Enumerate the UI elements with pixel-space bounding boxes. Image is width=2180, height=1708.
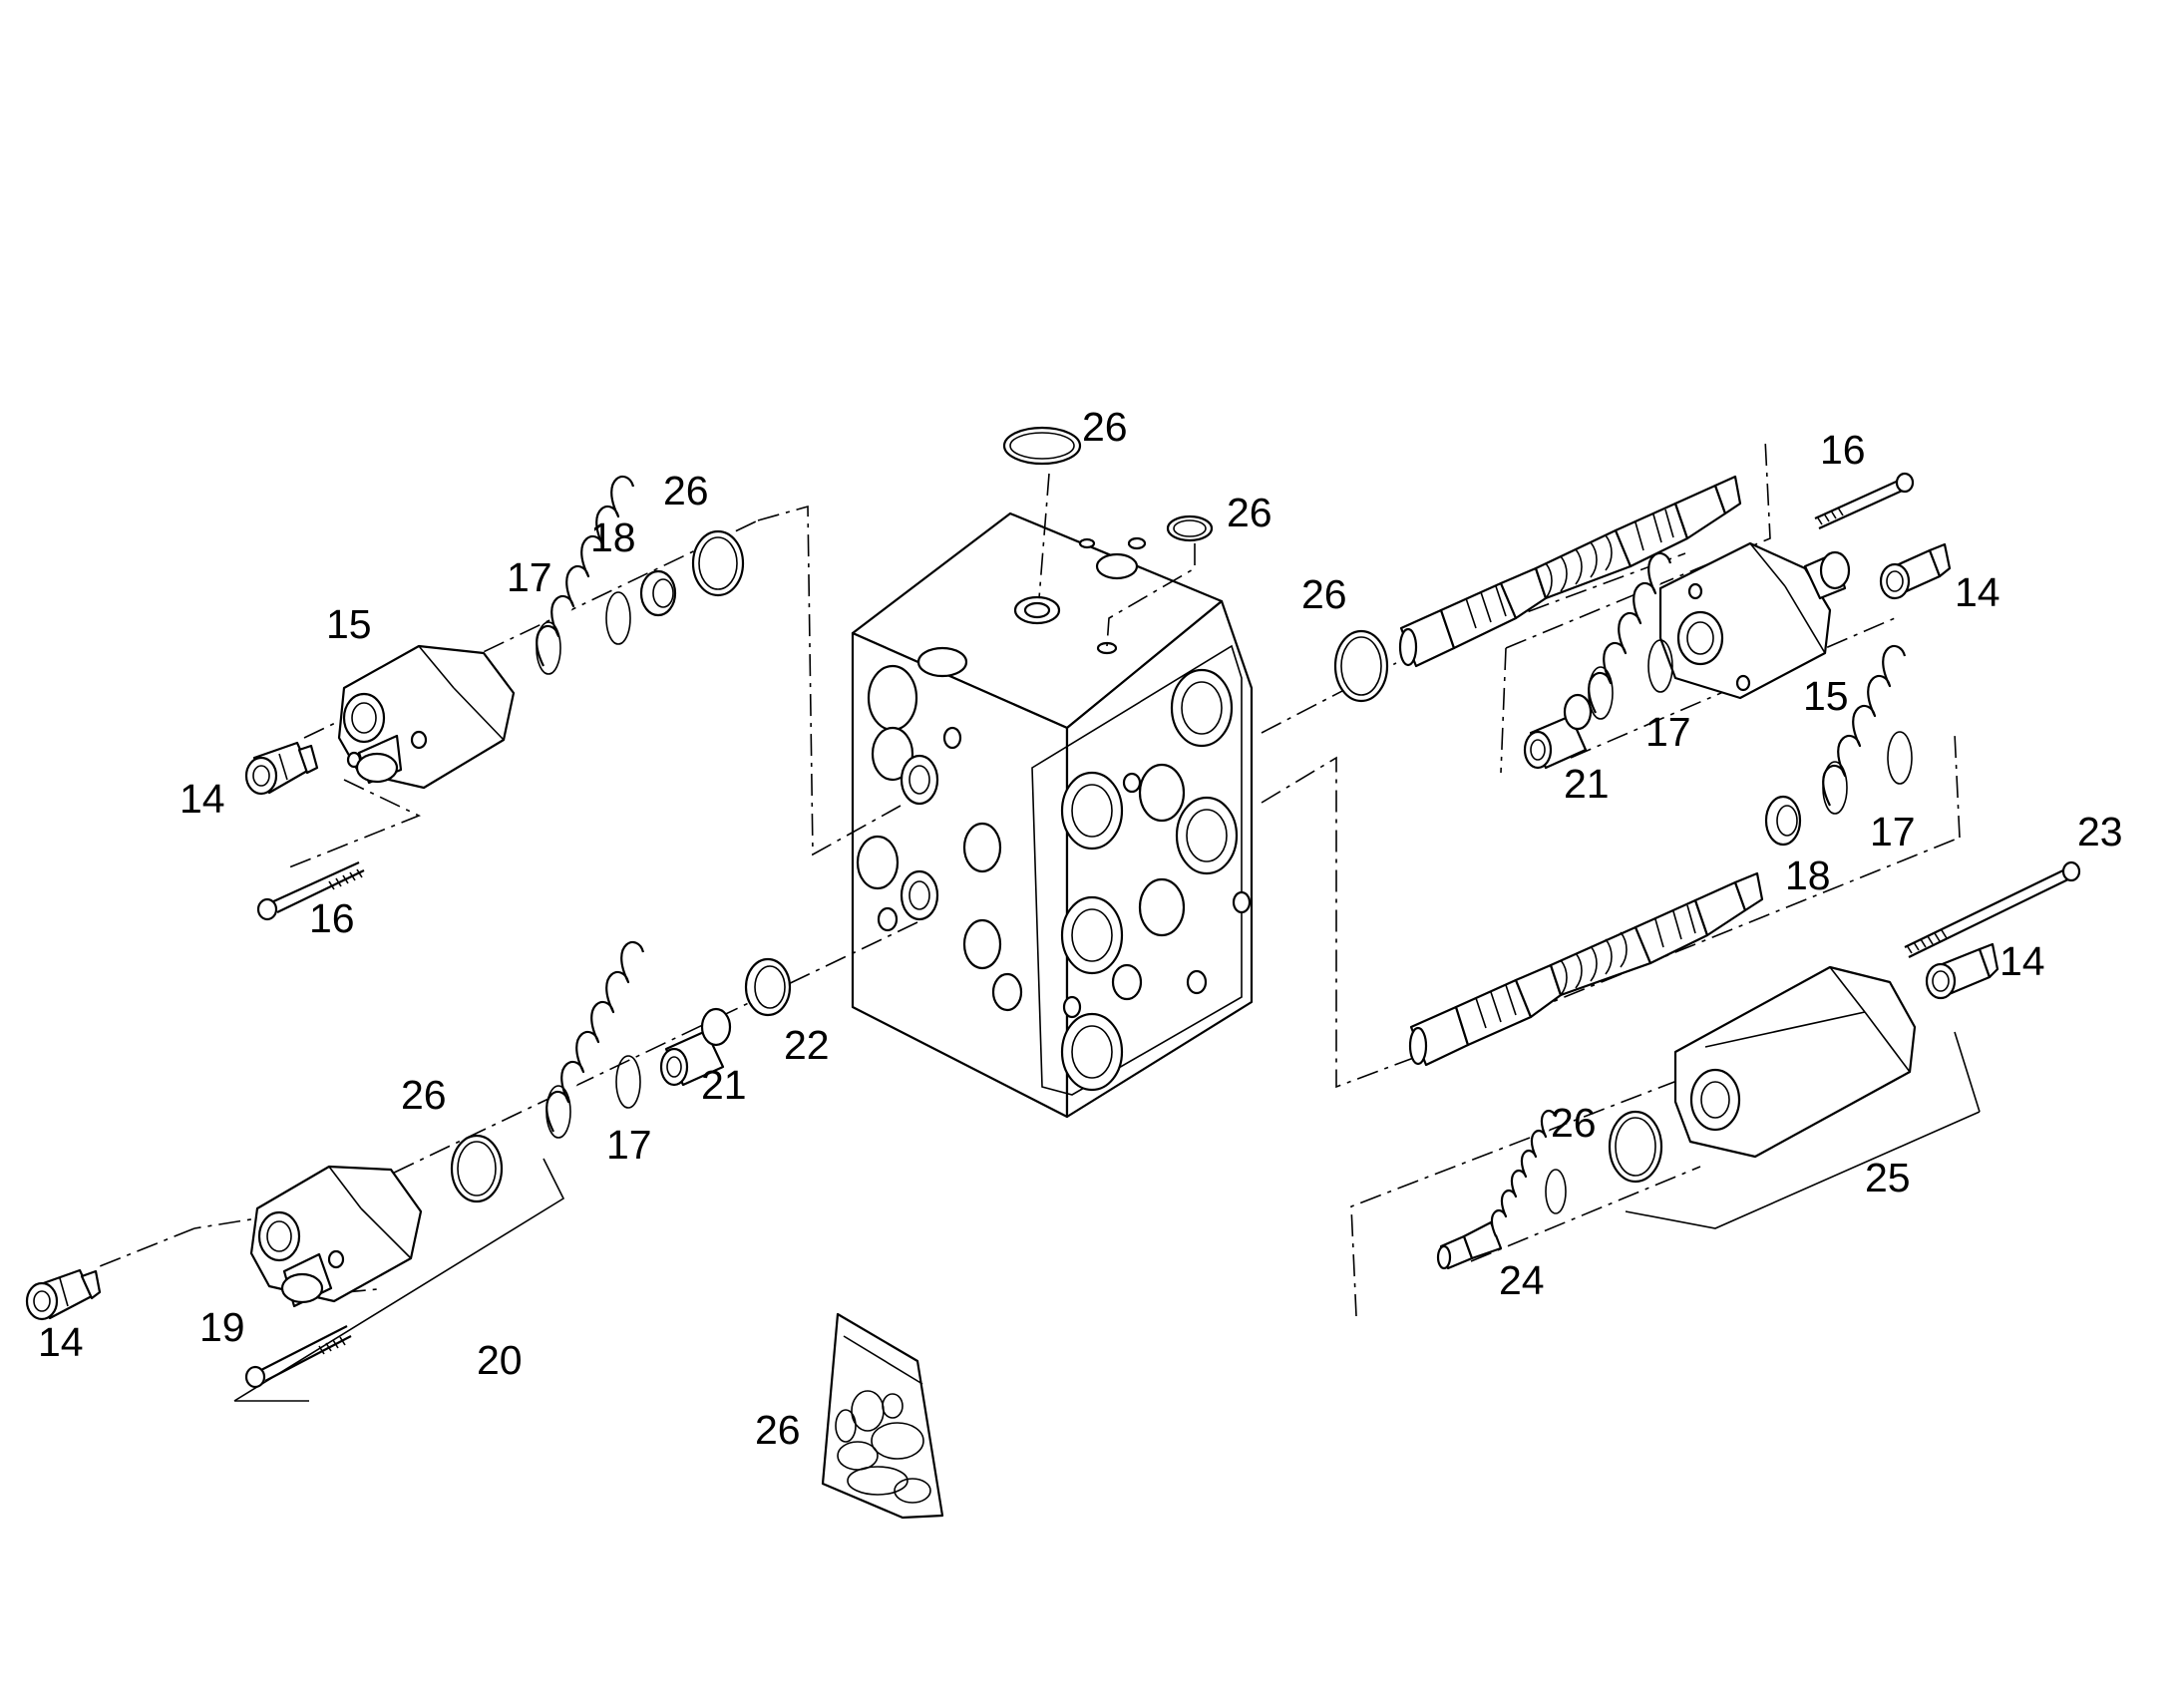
callout-23: 23 [2077,809,2123,854]
callout-16-upper-right: 16 [1820,427,1866,473]
plug-upper-left [244,741,319,796]
callout-15-upper-right: 15 [1803,673,1849,719]
o-ring-upper-right [1333,629,1389,703]
adjuster-spring-lower-right [1436,1110,1567,1270]
callout-17-lower-right: 17 [1870,809,1916,854]
seal-ring-lower-left [744,957,792,1017]
callout-26-seal-kit: 26 [755,1407,801,1453]
callout-21-upper-right: 21 [1564,761,1610,807]
end-cap-upper-left [337,644,516,790]
plug-lower-right [1925,942,1999,1000]
bolt-upper-left [256,860,365,921]
bolt-lower-left [244,1325,352,1389]
callout-26-upper-right: 26 [1301,571,1347,617]
callout-22: 22 [784,1022,830,1068]
washer-lower-right [1764,795,1802,847]
o-ring-lower-left [450,1134,504,1203]
sleeve-upper-right [1523,693,1593,770]
callout-26-upper-left: 26 [663,468,709,513]
o-ring-top-small [1166,514,1214,542]
callout-19: 19 [199,1304,245,1350]
valve-block-housing [851,512,1254,1119]
sleeve-lower-left [659,1007,732,1087]
tie-rod-lower-right [1904,860,2081,958]
callout-14-upper-left: 14 [180,776,225,822]
bolt-upper-right [1814,472,1915,530]
assembly-brackets [233,1031,1981,1402]
callout-labels: 26 26 26 18 17 15 14 16 26 16 14 15 17 2… [38,404,2123,1453]
callout-17-upper-right: 17 [1645,709,1691,755]
o-ring-lower-right [1608,1110,1663,1184]
callout-26-top-right: 26 [1227,490,1272,535]
callout-14-lower-left: 14 [38,1319,84,1365]
callout-18-lower-right: 18 [1785,853,1831,898]
callout-14-lower-right: 14 [1999,938,2045,984]
callout-26-lower-left: 26 [401,1072,447,1118]
spring-lower-left [545,941,645,1139]
callout-17-upper-left: 17 [507,554,552,600]
callout-18-upper-left: 18 [590,514,636,560]
o-ring-top-large [1002,426,1082,466]
seal-kit-bag [821,1312,944,1520]
callout-24: 24 [1499,1257,1545,1303]
callout-26-top: 26 [1082,404,1128,450]
callout-21-lower-left: 21 [701,1062,747,1108]
callout-20: 20 [477,1337,523,1383]
spool-upper-right [1398,475,1742,668]
end-cap-lower-left [249,1165,423,1308]
plug-lower-left [25,1268,102,1321]
spring-lower-right [1822,645,1913,815]
spring-upper-left [536,476,635,675]
washer-upper-left [639,569,677,617]
callout-25: 25 [1865,1155,1911,1200]
spool-lower-right [1408,871,1764,1067]
o-ring-upper-left [691,529,745,597]
callout-16-upper-left: 16 [309,895,355,941]
end-cap-lower-right [1673,965,1917,1159]
end-cap-upper-right [1658,541,1851,700]
callout-17-lower-left: 17 [606,1122,652,1168]
callout-26-lower-right: 26 [1551,1100,1597,1146]
callout-15-upper-left: 15 [326,601,372,647]
callout-14-upper-right: 14 [1955,569,2000,615]
spring-upper-right [1588,552,1673,720]
plug-upper-right [1879,542,1952,600]
